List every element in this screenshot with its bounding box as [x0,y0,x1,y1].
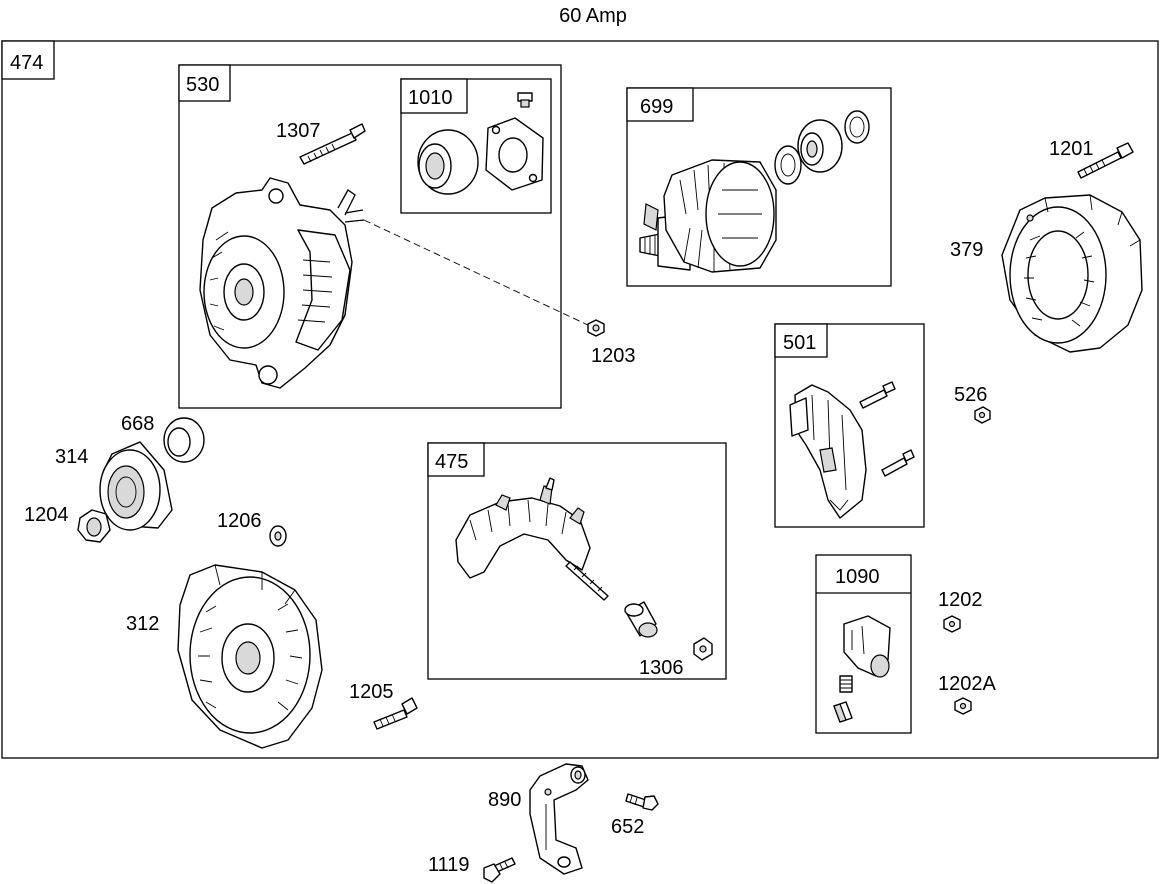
callout-1202: 1202 [938,589,983,611]
box-1010-label: 1010 [408,87,453,109]
bolt-1201 [1077,142,1134,179]
callout-379: 379 [950,239,983,261]
callout-1307: 1307 [276,120,321,142]
box-475-label: 475 [435,451,468,473]
box-1090: 1090 [815,554,912,734]
box-1010: 1010 [400,78,552,214]
spacer-1206 [269,525,287,547]
box-530-label: 530 [186,74,219,96]
screw-1202 [943,615,961,633]
bolt-1205 [373,697,418,730]
callout-1204: 1204 [24,504,69,526]
front-housing-312 [177,564,323,749]
washer-699 [844,110,870,144]
box-501: 501 [774,323,925,528]
callout-1119: 1119 [428,854,470,876]
leader-line-1203 [363,219,591,327]
callout-312: 312 [126,613,159,635]
callout-1203: 1203 [591,345,636,367]
brush-1090 [833,701,853,723]
box-474-label: 474 [10,52,43,74]
box-530: 530 [178,64,562,409]
insulator-bushing [624,601,658,638]
rear-cover-379 [1001,194,1143,353]
retainer-plate [485,117,544,191]
bearing-1010 [417,129,479,195]
callout-314: 314 [55,446,88,468]
nut-1306 [693,637,713,661]
brush-holder-501 [789,384,867,519]
alternator-assembly [199,177,365,389]
screw-501-upper [859,381,896,409]
box-699-label: 699 [640,96,673,118]
screw-526 [974,406,991,424]
nut-1204 [77,509,111,543]
diagram-title: 60 Amp [559,5,627,27]
box-501-label: 501 [783,332,816,354]
callout-652: 652 [611,816,644,838]
regulator-1090 [843,615,891,678]
stud-1307 [299,123,366,165]
box-474: 474 [1,40,1159,759]
rotor-699 [639,159,777,273]
callout-1201: 1201 [1049,138,1094,160]
bracket-890 [529,763,589,875]
nut-1203 [587,319,605,337]
callout-1205: 1205 [349,681,394,703]
callout-1202A: 1202A [938,673,996,695]
box-699: 699 [626,87,892,287]
box-1090-label: 1090 [835,566,880,588]
bearing-699 [797,119,843,173]
callout-668: 668 [121,413,154,435]
callout-526: 526 [954,384,987,406]
box-475: 475 [427,442,727,680]
spring-1090 [839,675,853,693]
pulley-314 [99,441,173,531]
screw-1202A [954,697,972,715]
callout-1306: 1306 [639,657,684,679]
spacer-668 [163,417,205,463]
rectifier-475 [455,477,609,601]
screw-501-lower [881,449,915,477]
bolt-652 [625,793,659,811]
bolt-1119 [483,857,516,883]
spacer-699 [774,145,802,185]
callout-1206: 1206 [217,510,262,532]
callout-890: 890 [488,789,521,811]
screw-1010 [517,92,533,108]
